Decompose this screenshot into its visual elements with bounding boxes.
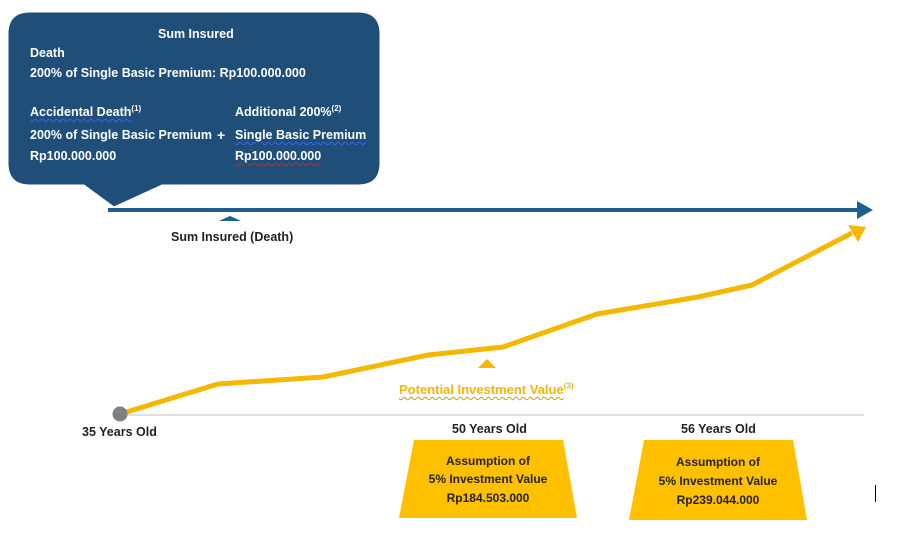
- milestone-56-amount: Rp239.044.000: [676, 493, 760, 507]
- milestone-56-line1: Assumption of: [676, 455, 760, 469]
- milestone-50-line2: 5% Investment Value: [428, 472, 548, 486]
- accidental-death-label: Accidental Death: [30, 105, 132, 119]
- additional-amount-text: Rp100.000.000: [235, 149, 322, 163]
- additional-heading: Additional 200%(2): [235, 103, 342, 119]
- investment-footnote: (3): [563, 381, 574, 391]
- additional-label: Additional 200%: [235, 105, 332, 119]
- death-label: Death: [30, 46, 65, 60]
- accidental-death-heading: Accidental Death(1): [30, 103, 142, 119]
- text-cursor: [875, 485, 876, 502]
- investment-growth-line: [119, 230, 854, 417]
- sum-insured-death-label: Sum Insured (Death): [171, 230, 294, 244]
- milestone-50-amount: Rp184.503.000: [446, 491, 530, 505]
- start-age-label: 35 Years Old: [82, 425, 157, 439]
- accidental-death-amount: Rp100.000.000: [30, 149, 117, 163]
- sum-insured-arrowhead: [857, 201, 873, 219]
- plus-sign: +: [217, 127, 226, 143]
- additional-line-text: Single Basic Premium: [235, 128, 367, 142]
- milestone-50-age: 50 Years Old: [452, 422, 527, 436]
- milestone-50-line1: Assumption of: [446, 454, 530, 468]
- accidental-death-line: 200% of Single Basic Premium: [30, 128, 213, 142]
- milestone-box-56: [629, 440, 807, 520]
- investment-growth-arrowhead: [848, 225, 866, 242]
- milestone-box-50: [399, 440, 577, 518]
- investment-label-text: Potential Investment Value: [399, 382, 564, 397]
- death-value: 200% of Single Basic Premium: Rp100.000.…: [30, 66, 306, 80]
- investment-label: Potential Investment Value(3): [399, 381, 574, 397]
- additional-line: Single Basic Premium: [235, 129, 366, 142]
- additional-amount: Rp100.000.000: [235, 150, 321, 163]
- milestone-56-age: 56 Years Old: [681, 422, 756, 436]
- start-age-marker: [112, 406, 128, 422]
- sum-insured-callout: [7, 11, 381, 208]
- accidental-death-footnote: (1): [131, 103, 142, 113]
- milestone-56-line2: 5% Investment Value: [658, 474, 778, 488]
- investment-pointer: [478, 359, 496, 368]
- sum-insured-pointer: [219, 216, 241, 221]
- additional-footnote: (2): [331, 103, 342, 113]
- callout-title: Sum Insured: [158, 27, 234, 41]
